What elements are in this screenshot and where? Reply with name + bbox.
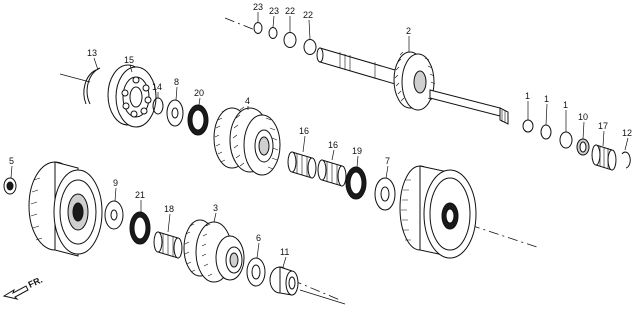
callout-1c: 1 (563, 100, 568, 110)
callout-15: 15 (124, 55, 134, 65)
shim-23b (268, 27, 278, 39)
callout-16a: 16 (299, 126, 309, 136)
callout-5: 5 (9, 156, 14, 166)
front-arrow-icon (2, 285, 29, 300)
callout-8: 8 (174, 77, 179, 87)
shim-group-top (253, 22, 317, 55)
callout-22a: 22 (285, 6, 295, 16)
snap-ring-12 (621, 151, 631, 169)
callout-13: 13 (87, 48, 97, 58)
leader-lines (10, 12, 629, 268)
callout-17: 17 (598, 121, 608, 131)
assembly-axes (59, 17, 541, 305)
needle-bearings (287, 151, 396, 211)
front-direction-label: FR. (27, 275, 44, 290)
callout-21: 21 (135, 190, 145, 200)
lower-gear-row (104, 200, 299, 296)
callout-12: 12 (622, 128, 632, 138)
bearing-group (83, 64, 209, 136)
callout-20: 20 (194, 88, 204, 98)
mainshaft-end (316, 47, 324, 63)
axis-line-bottom (291, 279, 341, 301)
snap-ring-1c (559, 131, 573, 149)
callout-9: 9 (113, 178, 118, 188)
axis-line-drum (469, 224, 541, 249)
mainshaft (316, 47, 509, 125)
callout-16b: 16 (328, 140, 338, 150)
callout-6: 6 (256, 233, 261, 243)
mainshaft-right-body (429, 89, 501, 117)
front-direction-indicator: FR. (2, 275, 44, 300)
clutch-drum-right (399, 165, 477, 259)
callout-1a: 1 (525, 91, 530, 101)
snap-ring-1b (540, 124, 552, 140)
callout-23a: 23 (253, 2, 263, 12)
shim-23a (253, 22, 263, 34)
callout-19: 19 (352, 146, 362, 156)
axis-line-bearing (59, 73, 91, 83)
shaft-rings-right (522, 119, 631, 171)
clutch-drum-left (3, 161, 103, 257)
callout-22b: 22 (303, 10, 313, 20)
snap-ring-22b (303, 39, 317, 55)
snap-ring-1a (522, 119, 534, 133)
axis-line-bottom-2 (299, 289, 346, 305)
callout-3: 3 (213, 203, 218, 213)
callout-7: 7 (385, 156, 390, 166)
snap-ring-22a (283, 32, 297, 48)
callout-23b: 23 (269, 6, 279, 16)
axis-line-top (224, 17, 256, 31)
mainshaft-left-body (319, 47, 396, 85)
callout-18: 18 (164, 204, 174, 214)
callout-4: 4 (245, 96, 250, 106)
callout-labels: 23 23 22 22 2 13 15 14 8 20 4 16 16 19 7… (9, 2, 632, 257)
snap-ring-13 (83, 69, 97, 105)
callout-2: 2 (406, 26, 411, 36)
callout-1b: 1 (544, 94, 549, 104)
mainshaft-hub (413, 70, 427, 94)
callout-11: 11 (280, 247, 289, 257)
callout-10: 10 (578, 112, 588, 122)
callout-14: 14 (152, 82, 162, 92)
gear-4 (213, 106, 281, 176)
